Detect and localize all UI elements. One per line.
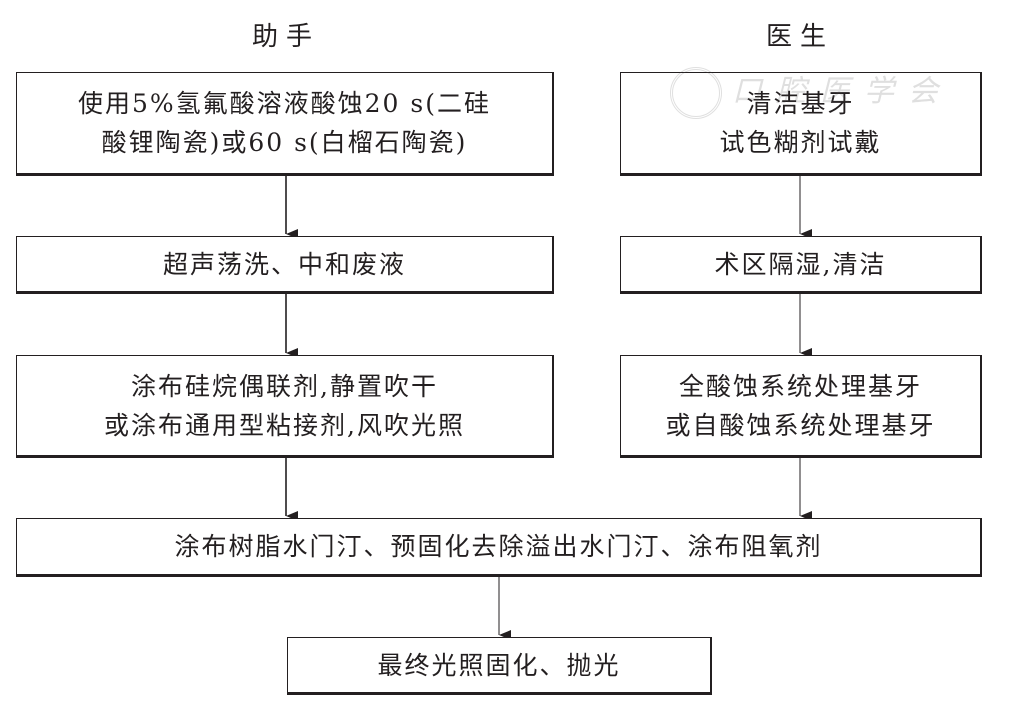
node-text-line: 或自酸蚀系统处理基牙 (665, 410, 936, 440)
node-text-line: 全酸蚀系统处理基牙 (678, 371, 922, 401)
node-text-line: 酸锂陶瓷)或60 s(白榴石陶瓷) (101, 128, 468, 157)
assistant-column-heading: 助手 (251, 22, 320, 52)
node-text-line: 清洁基牙 (746, 89, 855, 118)
node-clean-abutment: 清洁基牙 试色糊剂试戴 (620, 72, 982, 176)
node-hf-etching: 使用5%氢氟酸溶液酸蚀20 s(二硅 酸锂陶瓷)或60 s(白榴石陶瓷) (16, 72, 554, 176)
node-text-line: 涂布树脂水门汀、预固化去除溢出水门汀、涂布阻氧剂 (174, 532, 823, 561)
node-text-line: 或涂布通用型粘接剂,风吹光照 (104, 410, 465, 440)
node-resin-cement: 涂布树脂水门汀、预固化去除溢出水门汀、涂布阻氧剂 (16, 518, 982, 577)
doctor-column-heading: 医生 (765, 22, 834, 52)
node-text-line: 最终光照固化、抛光 (377, 650, 621, 680)
node-silane-coupling: 涂布硅烷偶联剂,静置吹干 或涂布通用型粘接剂,风吹光照 (16, 355, 554, 458)
node-etch-system: 全酸蚀系统处理基牙 或自酸蚀系统处理基牙 (620, 355, 982, 458)
node-isolation: 术区隔湿,清洁 (620, 236, 982, 294)
node-text-line: 使用5%氢氟酸溶液酸蚀20 s(二硅 (77, 89, 491, 118)
node-text-line: 试色糊剂试戴 (719, 128, 882, 157)
node-text-line: 超声荡洗、中和废液 (162, 249, 406, 279)
node-final-cure-polish: 最终光照固化、抛光 (287, 637, 712, 695)
node-text-line: 涂布硅烷偶联剂,静置吹干 (131, 371, 438, 401)
node-ultrasonic-rinse: 超声荡洗、中和废液 (16, 236, 554, 294)
node-text-line: 术区隔湿,清洁 (714, 249, 887, 279)
